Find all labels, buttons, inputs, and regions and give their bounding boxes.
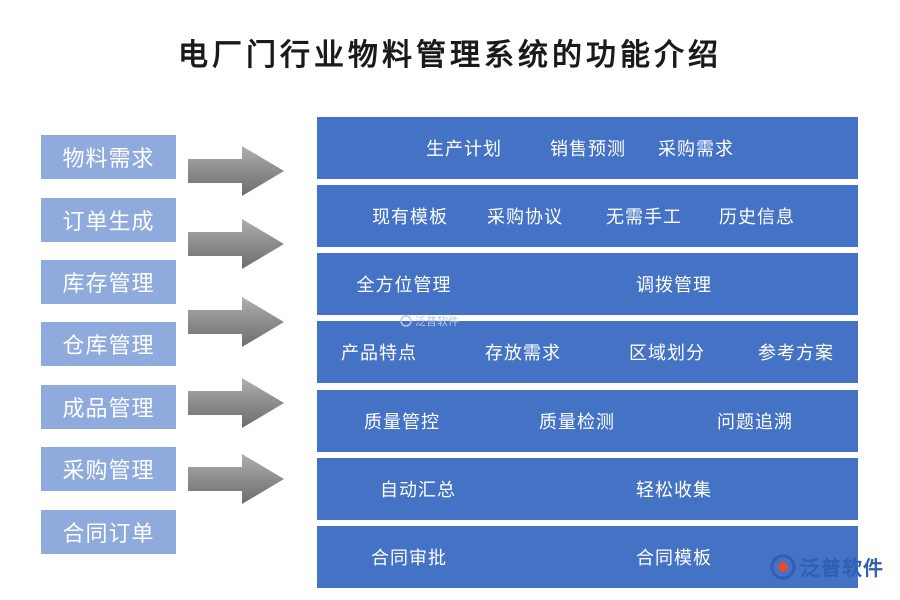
module-label: 合同订单 bbox=[62, 522, 155, 547]
feature-label: 自动汇总 bbox=[380, 480, 456, 501]
feature-label: 调拨管理 bbox=[636, 275, 712, 296]
logo-label: 泛普软件 bbox=[800, 556, 884, 580]
feature-band: 质量管控 质量检测 问题追溯 bbox=[317, 390, 858, 452]
right-arrow-icon bbox=[188, 454, 284, 504]
module-label: 采购管理 bbox=[62, 459, 155, 484]
feature-label: 质量管控 bbox=[364, 412, 440, 433]
module-label: 库存管理 bbox=[62, 272, 155, 297]
feature-label: 存放需求 bbox=[485, 343, 561, 364]
feature-label: 无需手工 bbox=[606, 207, 682, 228]
feature-band: 合同审批 合同模板 bbox=[317, 526, 858, 588]
logo-icon bbox=[400, 315, 412, 327]
module-box: 库存管理 bbox=[41, 260, 176, 304]
watermark: 泛普软件 bbox=[400, 313, 459, 329]
page-title: 电厂门行业物料管理系统的功能介绍 bbox=[178, 38, 722, 73]
module-box: 成品管理 bbox=[41, 385, 176, 429]
feature-label: 区域划分 bbox=[629, 343, 705, 364]
feature-band: 生产计划 销售预测 采购需求 bbox=[317, 117, 858, 179]
feature-band: 现有模板 采购协议 无需手工 历史信息 bbox=[317, 185, 858, 247]
feature-label: 生产计划 bbox=[426, 139, 502, 160]
feature-label: 产品特点 bbox=[341, 343, 417, 364]
module-box: 采购管理 bbox=[41, 447, 176, 491]
feature-label: 参考方案 bbox=[758, 343, 834, 364]
module-box: 订单生成 bbox=[41, 198, 176, 242]
right-arrow-icon bbox=[188, 219, 284, 269]
feature-band: 自动汇总 轻松收集 bbox=[317, 458, 858, 520]
feature-label: 历史信息 bbox=[719, 207, 795, 228]
feature-label: 采购需求 bbox=[658, 139, 734, 160]
module-label: 订单生成 bbox=[62, 210, 155, 235]
feature-label: 现有模板 bbox=[372, 207, 448, 228]
right-arrow-icon bbox=[188, 378, 284, 428]
module-label: 仓库管理 bbox=[62, 334, 155, 359]
module-label: 成品管理 bbox=[62, 397, 155, 422]
module-box: 合同订单 bbox=[41, 510, 176, 554]
feature-label: 合同模板 bbox=[636, 548, 712, 569]
feature-label: 全方位管理 bbox=[356, 275, 452, 296]
feature-label: 轻松收集 bbox=[636, 480, 712, 501]
feature-label: 质量检测 bbox=[539, 412, 615, 433]
logo-icon bbox=[770, 554, 796, 579]
watermark-label: 泛普软件 bbox=[415, 315, 459, 328]
feature-label: 问题追溯 bbox=[717, 412, 793, 433]
right-arrow-icon bbox=[188, 146, 284, 196]
module-box: 仓库管理 bbox=[41, 322, 176, 366]
feature-band: 全方位管理 调拨管理 bbox=[317, 253, 858, 315]
feature-band: 产品特点 存放需求 区域划分 参考方案 bbox=[317, 321, 858, 383]
right-arrow-icon bbox=[188, 297, 284, 347]
module-label: 物料需求 bbox=[62, 147, 155, 172]
feature-label: 采购协议 bbox=[487, 207, 563, 228]
brand-logo: 泛普软件 bbox=[770, 552, 884, 581]
module-box: 物料需求 bbox=[41, 135, 176, 179]
feature-label: 销售预测 bbox=[550, 139, 626, 160]
feature-label: 合同审批 bbox=[371, 548, 447, 569]
